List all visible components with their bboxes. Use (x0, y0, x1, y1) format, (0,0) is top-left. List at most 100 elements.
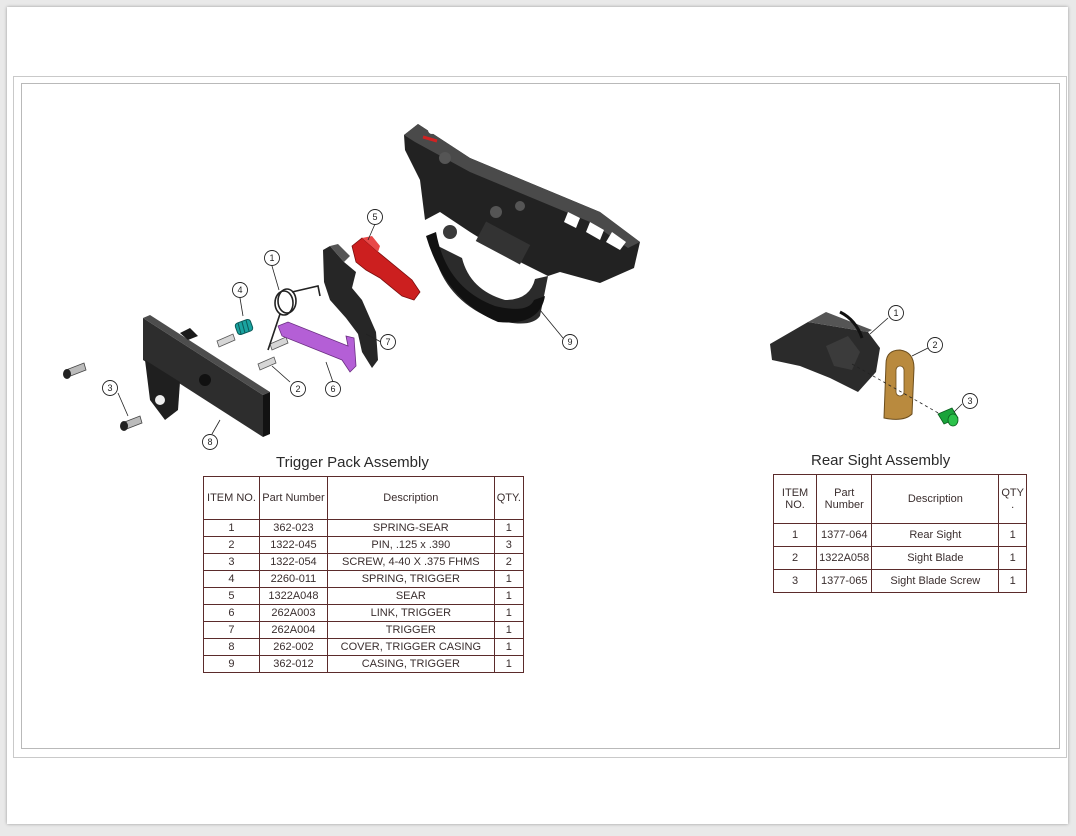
sear-spring-part (267, 285, 321, 351)
balloon-trigger-4: 4 (237, 285, 242, 295)
header-part-line2: Number (824, 499, 864, 511)
header-part-line1: Part (834, 487, 855, 499)
cell-qty: 1 (493, 587, 525, 605)
table-header-row: ITEM NO. Part Number Description QTY. (203, 476, 525, 520)
cell-part-number: 1377-064 (816, 523, 873, 547)
balloon-trigger-9: 9 (567, 337, 572, 347)
cell-part-number: 2260-011 (258, 570, 328, 588)
header-item-no: ITEM NO. (772, 474, 818, 524)
cell-description: SPRING-SEAR (326, 519, 495, 537)
header-item-no: ITEM NO. (203, 476, 260, 520)
balloon-trigger-2: 2 (295, 384, 300, 394)
header-qty-line2: . (1011, 499, 1015, 511)
cell-part-number: 1322A048 (258, 587, 328, 605)
sight-table-title: Rear Sight Assembly (811, 452, 951, 469)
header-qty: QTY. (493, 476, 525, 520)
cell-item-no: 6 (203, 604, 260, 622)
cover-screw-part (63, 362, 143, 431)
trigger-spring-part (234, 318, 254, 336)
balloon-sight-1: 1 (893, 308, 898, 318)
trigger-table-title: Trigger Pack Assembly (276, 454, 429, 471)
cell-description: SPRING, TRIGGER (326, 570, 495, 588)
cell-item-no: 8 (203, 638, 260, 656)
cell-qty: 1 (493, 638, 525, 656)
trigger-part (323, 244, 378, 368)
cell-item-no: 7 (203, 621, 260, 639)
header-description: Description (871, 474, 1000, 524)
cell-part-number: 1377-065 (816, 569, 873, 593)
header-qty-line1: QTY (1001, 487, 1024, 499)
balloon-trigger-1: 1 (269, 253, 274, 263)
trigger-casing-part (404, 124, 640, 324)
cell-item-no: 4 (203, 570, 260, 588)
cell-part-number: 1322A058 (816, 546, 873, 570)
cell-qty: 3 (493, 536, 525, 554)
header-part-number: Part Number (258, 476, 328, 520)
cell-qty: 1 (493, 621, 525, 639)
cell-description: LINK, TRIGGER (326, 604, 495, 622)
sheet-border-outer (13, 76, 1067, 758)
cell-description: SCREW, 4-40 X .375 FHMS (326, 553, 495, 571)
cell-qty: 1 (998, 523, 1027, 547)
cell-description: SEAR (326, 587, 495, 605)
cell-part-number: 362-012 (258, 655, 328, 673)
cell-description: Sight Blade Screw (871, 569, 1000, 593)
balloon-trigger-6: 6 (330, 384, 335, 394)
header-qty: QTY. (998, 474, 1027, 524)
sight-blade-screw-part (937, 407, 959, 427)
sear-part (351, 236, 421, 301)
cell-item-no: 2 (772, 546, 818, 570)
cell-description: TRIGGER (326, 621, 495, 639)
trigger-link-part (277, 321, 357, 373)
rear-sight-body-part (770, 310, 880, 392)
cell-description: PIN, .125 x .390 (326, 536, 495, 554)
cell-part-number: 362-023 (258, 519, 328, 537)
balloon-trigger-7: 7 (385, 337, 390, 347)
cell-description: Sight Blade (871, 546, 1000, 570)
cell-item-no: 9 (203, 655, 260, 673)
cell-description: Rear Sight (871, 523, 1000, 547)
sight-blade-part (883, 349, 915, 420)
balloon-trigger-3: 3 (107, 383, 112, 393)
cell-item-no: 2 (203, 536, 260, 554)
sheet-border-inner (21, 83, 1060, 749)
balloon-trigger-5: 5 (372, 212, 377, 222)
cell-qty: 2 (493, 553, 525, 571)
cell-qty: 1 (493, 604, 525, 622)
cell-qty: 1 (998, 546, 1027, 570)
cell-description: CASING, TRIGGER (326, 655, 495, 673)
balloon-sight-2: 2 (932, 340, 937, 350)
cell-part-number: 1322-045 (258, 536, 328, 554)
trigger-cover-part (143, 315, 270, 437)
cell-qty: 1 (493, 519, 525, 537)
cell-item-no: 5 (203, 587, 260, 605)
balloon-sight-3: 3 (967, 396, 972, 406)
balloon-trigger-8: 8 (207, 437, 212, 447)
header-description: Description (326, 476, 495, 520)
cell-part-number: 262A004 (258, 621, 328, 639)
pin-part (216, 333, 289, 371)
cell-qty: 1 (998, 569, 1027, 593)
cell-item-no: 1 (772, 523, 818, 547)
cell-qty: 1 (493, 655, 525, 673)
cell-part-number: 262-002 (258, 638, 328, 656)
